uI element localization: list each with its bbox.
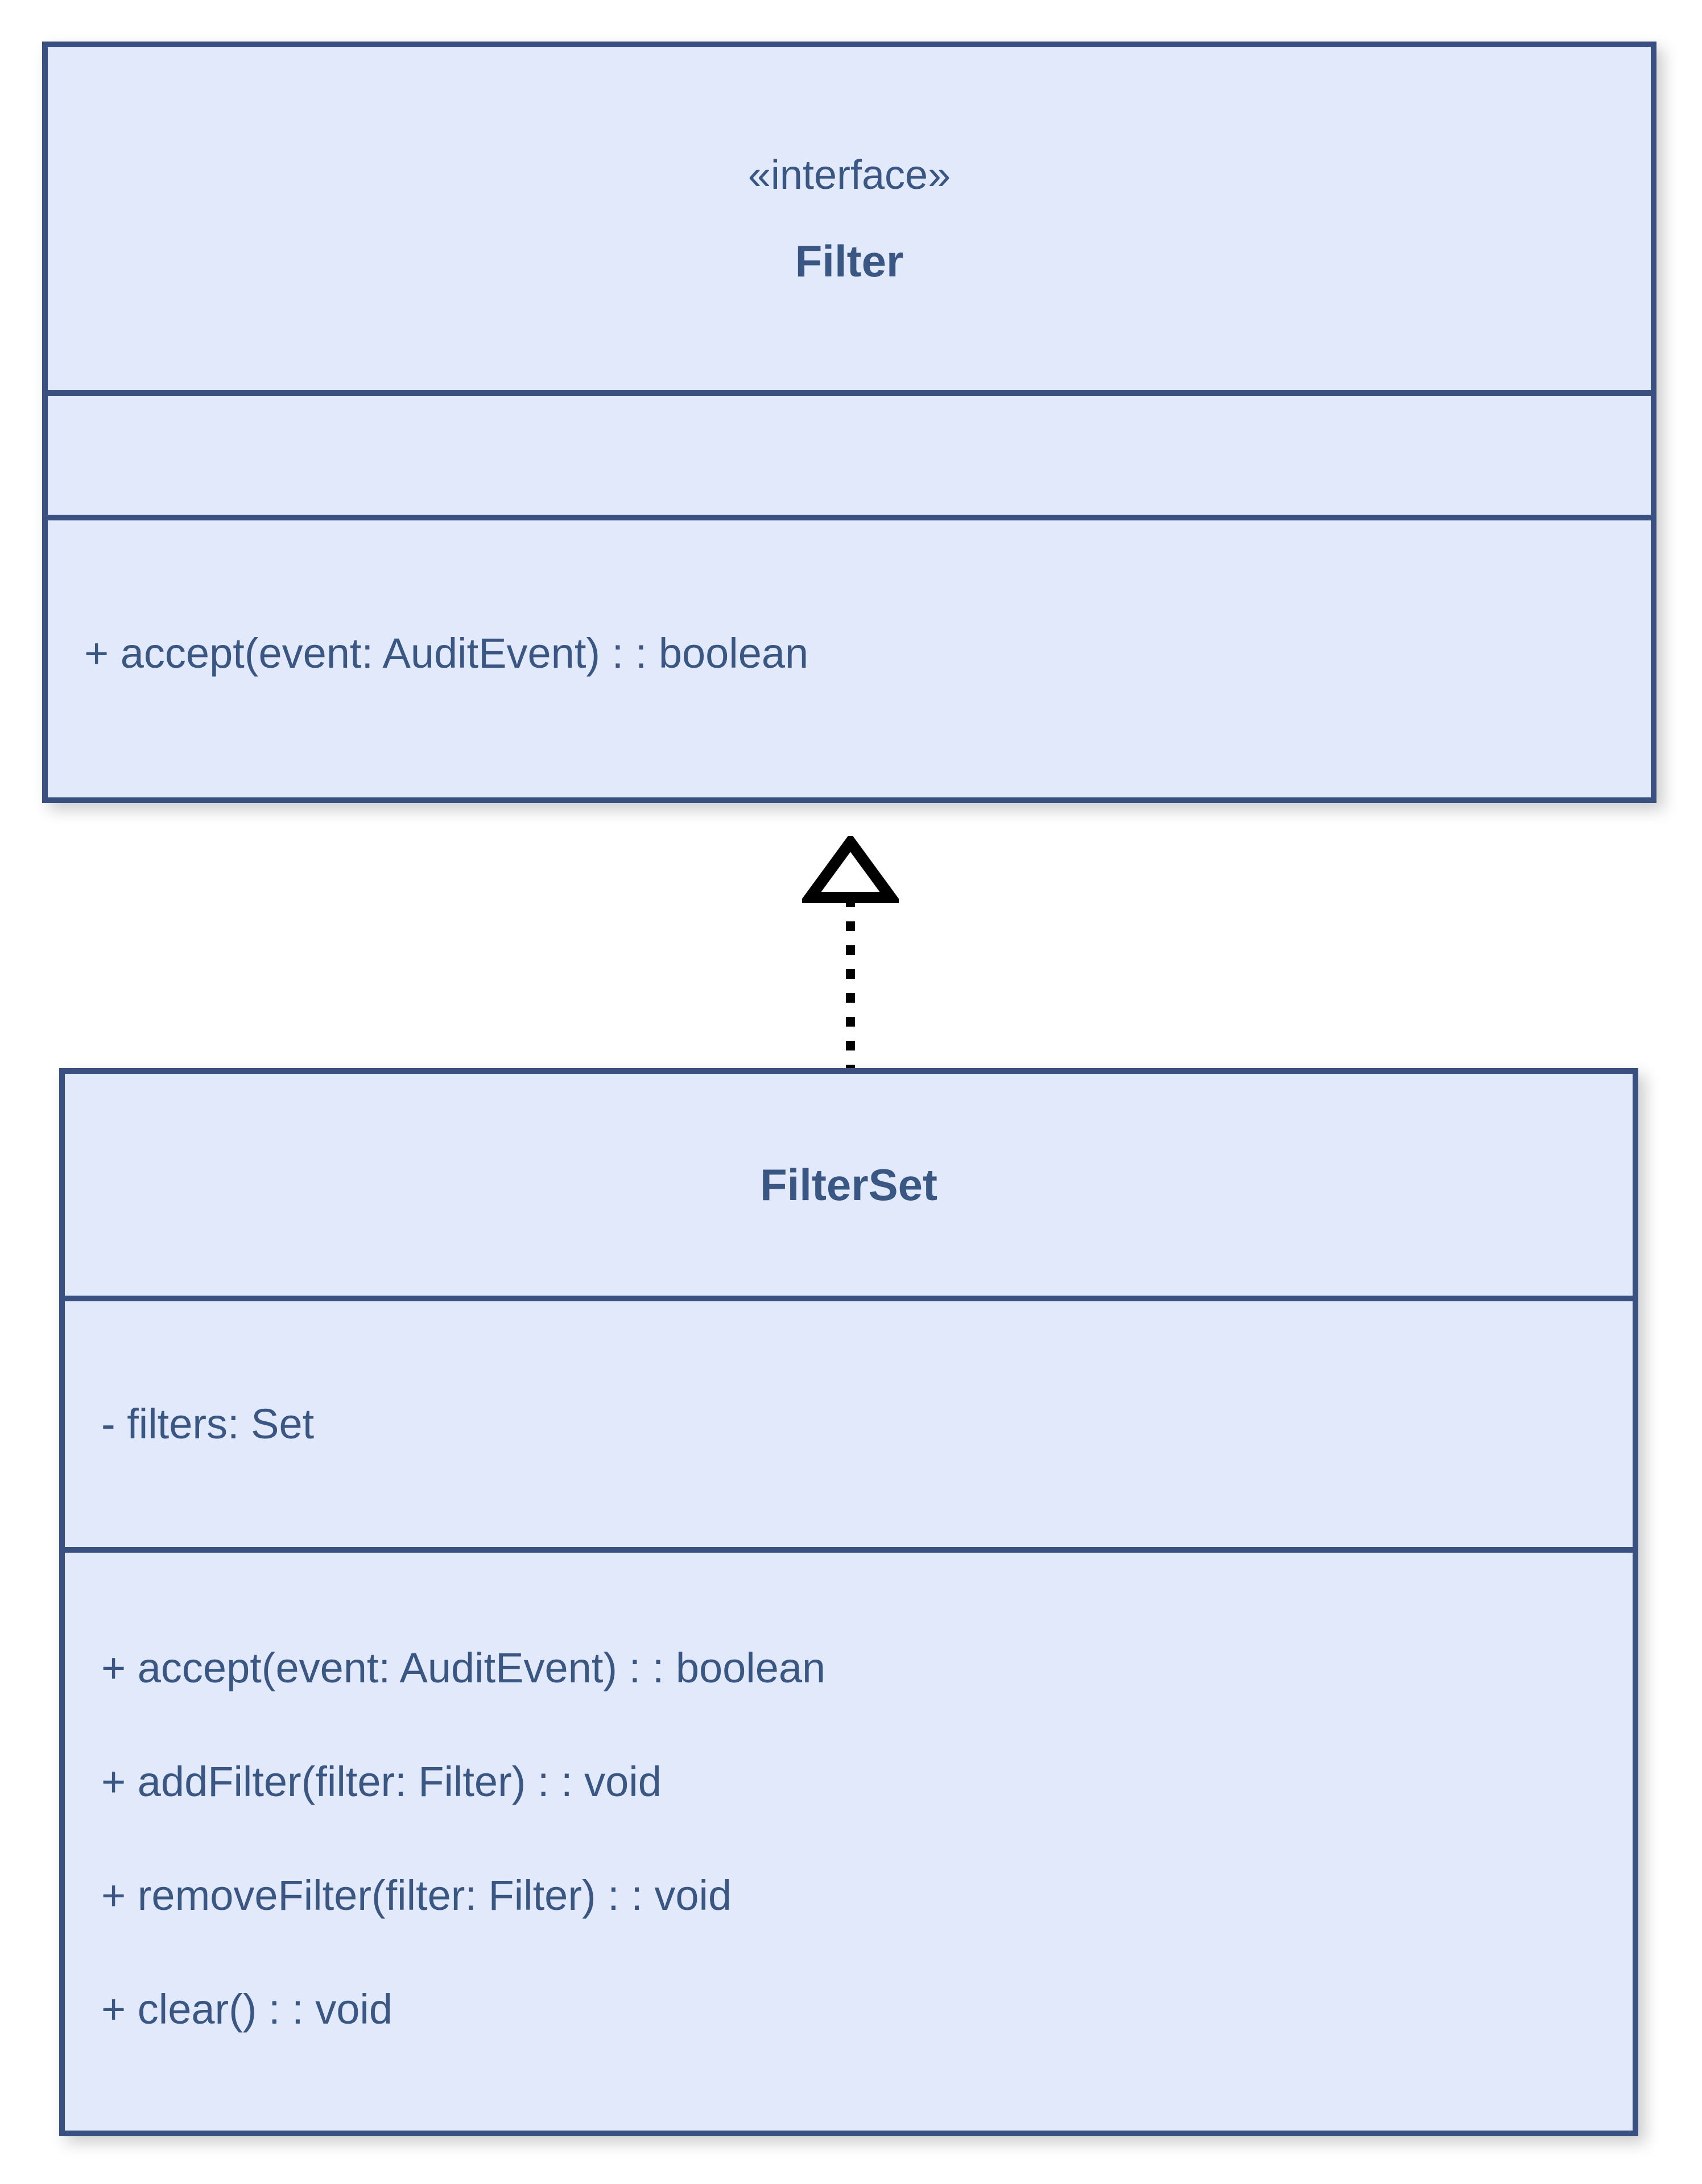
attributes-compartment-filter (48, 390, 1651, 515)
class-name: Filter (795, 235, 904, 286)
uml-class-filterset[interactable]: FilterSet - filters: Set + accept(event:… (59, 1068, 1638, 2136)
methods-compartment-filterset: + accept(event: AuditEvent) : : boolean … (65, 1547, 1633, 2125)
attribute-filters: - filters: Set (101, 1400, 315, 1447)
method-clear: + clear() : : void (101, 1986, 393, 2033)
class-header-filterset: FilterSet (65, 1074, 1633, 1296)
method-accept: + accept(event: AuditEvent) : : boolean (101, 1644, 826, 1691)
methods-compartment-filter: + accept(event: AuditEvent) : : boolean (48, 515, 1651, 786)
method-removefilter: + removeFilter(filter: Filter) : : void (101, 1872, 732, 1919)
method-accept: + accept(event: AuditEvent) : : boolean (84, 629, 809, 677)
class-header-filter: «interface» Filter (48, 47, 1651, 390)
class-name: FilterSet (759, 1160, 938, 1210)
realization-connector (802, 836, 899, 1075)
method-addfilter: + addFilter(filter: Filter) : : void (101, 1758, 662, 1805)
hollow-triangle-arrowhead (802, 836, 899, 903)
uml-class-filter[interactable]: «interface» Filter + accept(event: Audit… (42, 42, 1656, 803)
class-stereotype: «interface» (747, 152, 951, 198)
attributes-compartment-filterset: - filters: Set (65, 1296, 1633, 1547)
